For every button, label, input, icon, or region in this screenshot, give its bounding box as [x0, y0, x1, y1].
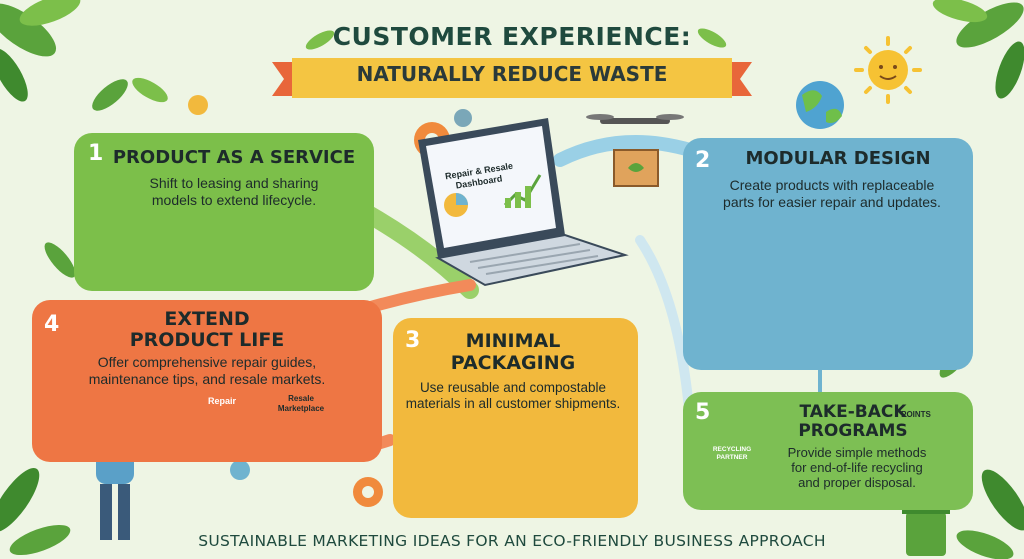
- page-title: CUSTOMER EXPERIENCE:: [332, 22, 692, 51]
- step-card-extend-product-life: 4 EXTEND PRODUCT LIFE Offer comprehensiv…: [32, 300, 382, 462]
- step-card-product-as-a-service: 1 PRODUCT AS A SERVICE Shift to leasing …: [74, 133, 374, 291]
- step-card-modular-design: 2 MODULAR DESIGN Create products with re…: [683, 138, 973, 370]
- recycling-bin-label: RECYCLING: [712, 446, 752, 453]
- step-description-line: Create products with replaceable: [729, 177, 935, 193]
- page-subtitle: NATURALLY REDUCE WASTE: [356, 62, 668, 86]
- laptop-icon: [418, 118, 629, 287]
- step-card-minimal-packaging: 3 MINIMAL PACKAGING Use reusable and com…: [393, 318, 638, 518]
- step-title-line: PROGRAMS: [798, 421, 908, 441]
- step-description-line: Provide simple methods: [787, 445, 927, 460]
- sun-icon: [854, 36, 922, 104]
- marketplace-label: Marketplace: [277, 404, 325, 413]
- step-number: 1: [88, 141, 104, 166]
- step-card-take-back-programs: 5 TAKE-BACK PROGRAMS Provide simple meth…: [683, 392, 973, 510]
- step-title-line: TAKE-BACK: [799, 402, 907, 422]
- globe-icon: [796, 81, 844, 129]
- step-title-line: MINIMAL: [465, 330, 561, 352]
- points-label: POINTS: [901, 410, 931, 419]
- marketplace-label: Resale: [288, 394, 314, 403]
- step-number: 3: [405, 328, 421, 353]
- step-description-line: Use reusable and compostable: [419, 380, 607, 395]
- step-title-line: PRODUCT LIFE: [129, 329, 285, 351]
- step-description-line: Shift to leasing and sharing: [149, 175, 319, 191]
- step-number: 2: [695, 148, 711, 173]
- repair-book-label: Repair: [207, 396, 236, 406]
- step-description-line: Offer comprehensive repair guides,: [97, 354, 317, 370]
- step-description-line: for end-of-life recycling: [791, 460, 923, 475]
- step-title: PRODUCT AS A SERVICE: [112, 147, 356, 168]
- drone-delivery-icon: [586, 114, 684, 187]
- title-ribbon: [272, 58, 752, 98]
- step-title-line: EXTEND: [164, 308, 250, 330]
- recycling-bin-label: PARTNER: [716, 454, 748, 461]
- step-number: 5: [695, 400, 711, 425]
- footer-caption: SUSTAINABLE MARKETING IDEAS FOR AN ECO-F…: [198, 532, 826, 550]
- step-description-line: models to extend lifecycle.: [151, 192, 317, 208]
- step-description-line: parts for easier repair and updates.: [723, 194, 941, 210]
- step-title: MODULAR DESIGN: [745, 148, 931, 169]
- step-description-line: and proper disposal.: [798, 475, 916, 490]
- step-description-line: maintenance tips, and resale markets.: [88, 371, 326, 387]
- step-description-line: materials in all customer shipments.: [405, 396, 621, 411]
- step-title-line: PACKAGING: [450, 352, 576, 374]
- step-number: 4: [44, 312, 60, 337]
